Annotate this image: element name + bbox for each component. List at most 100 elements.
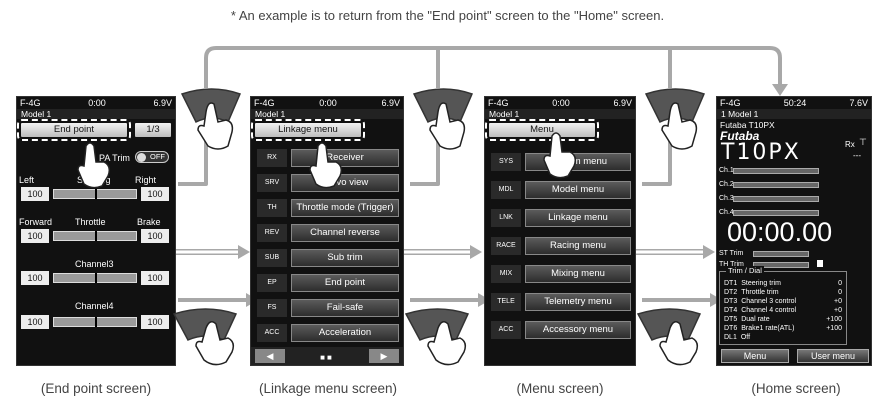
- model-name: 1 Model 1: [717, 109, 871, 119]
- menu-button[interactable]: Menu: [721, 349, 789, 363]
- model-name: Model 1: [17, 109, 175, 119]
- menu-item-label[interactable]: Acceleration: [291, 324, 399, 342]
- throttle-brake-value[interactable]: 100: [141, 229, 169, 243]
- menu-item-icon: RACE: [491, 237, 521, 255]
- menu-item-label[interactable]: Linkage menu: [525, 209, 631, 227]
- menu-item-label[interactable]: Sub trim: [291, 249, 399, 267]
- channel3-left-value[interactable]: 100: [21, 271, 49, 285]
- dial-code: DT5: [724, 316, 738, 323]
- menu-item-label[interactable]: Throttle mode (Trigger): [291, 199, 399, 217]
- prev-page-button[interactable]: ◀: [255, 349, 285, 363]
- menu-finger-icon: [543, 132, 577, 179]
- menu-item-icon: LNK: [491, 209, 521, 227]
- menu-item-icon: SYS: [491, 153, 521, 171]
- lock-icon: [817, 260, 823, 267]
- menu-item-label[interactable]: Channel reverse: [291, 224, 399, 242]
- timer-display[interactable]: 00:00.00: [727, 217, 833, 247]
- steering-slider[interactable]: [53, 189, 137, 199]
- bottom-mid-hand-icon: [404, 308, 470, 366]
- th-trim-label: TH Trim: [719, 261, 744, 268]
- endpoint-finger-icon: [77, 142, 111, 189]
- menu-item-icon: RX: [257, 149, 287, 167]
- menu-item-label[interactable]: End point: [291, 274, 399, 292]
- status-bar: F-4G 0:00 6.9V: [251, 97, 403, 109]
- trim-dial-title: Trim / Dial: [726, 266, 764, 275]
- menu-item-label[interactable]: Racing menu: [525, 237, 631, 255]
- rx-value: ---: [853, 151, 861, 160]
- endpoint-title-button[interactable]: End point: [17, 119, 131, 141]
- dial-value: +0: [834, 298, 842, 305]
- battery-voltage: 7.6V: [849, 98, 868, 108]
- row4-mid-label: Channel4: [75, 301, 114, 311]
- dial-name: Brake1 rate(ATL): [741, 325, 795, 332]
- channel3-slider[interactable]: [53, 273, 137, 283]
- receiver-type: F-4G: [254, 98, 275, 108]
- endpoint-screen: F-4G 0:00 6.9V Model 1 End point 1/3 PA …: [16, 96, 176, 366]
- caption-home: (Home screen): [751, 381, 841, 396]
- menu-title-button[interactable]: Menu: [485, 119, 599, 141]
- ch4-label: Ch.4: [719, 209, 734, 216]
- bottom-right-hand-icon: [636, 308, 702, 366]
- row1-left-label: Left: [19, 175, 35, 185]
- pa-trim-label: PA Trim: [99, 153, 130, 163]
- menu-item-label[interactable]: Fail-safe: [291, 299, 399, 317]
- model-name: Model 1: [485, 109, 635, 119]
- menu-item-label[interactable]: Mixing menu: [525, 265, 631, 283]
- menu-item-label[interactable]: Model menu: [525, 181, 631, 199]
- channel3-right-value[interactable]: 100: [141, 271, 169, 285]
- throttle-forward-value[interactable]: 100: [21, 229, 49, 243]
- menu-item-label[interactable]: Telemetry menu: [525, 293, 631, 311]
- steering-left-value[interactable]: 100: [21, 187, 49, 201]
- row3-mid-label: Channel3: [75, 259, 114, 269]
- steering-right-value[interactable]: 100: [141, 187, 169, 201]
- page-indicator[interactable]: 1/3: [135, 123, 171, 137]
- ch3-label: Ch.3: [719, 195, 734, 202]
- menu-item-icon: SRV: [257, 174, 287, 192]
- linkage-title-button[interactable]: Linkage menu: [251, 119, 365, 141]
- model-name: Model 1: [251, 109, 403, 119]
- menu-item-label[interactable]: Accessory menu: [525, 321, 631, 339]
- example-note: * An example is to return from the "End …: [230, 8, 665, 23]
- caption-linkage: (Linkage menu screen): [258, 381, 398, 396]
- next-page-button[interactable]: ▶: [369, 349, 399, 363]
- ch3-bar: [733, 196, 819, 202]
- channel4-left-value[interactable]: 100: [21, 315, 49, 329]
- menu-item-icon: ACC: [257, 324, 287, 342]
- row2-right-label: Brake: [137, 217, 161, 227]
- battery-voltage: 6.9V: [153, 98, 172, 108]
- channel4-slider[interactable]: [53, 317, 137, 327]
- dial-name: Dual rate: [741, 316, 770, 323]
- dial-value: +0: [834, 307, 842, 314]
- throttle-slider[interactable]: [53, 231, 137, 241]
- channel4-right-value[interactable]: 100: [141, 315, 169, 329]
- rx-label: Rx: [845, 140, 855, 149]
- dial-code: DT6: [724, 325, 738, 332]
- row2-left-label: Forward: [19, 217, 53, 227]
- pa-trim-toggle[interactable]: OFF: [135, 151, 169, 163]
- menu-item-icon: EP: [257, 274, 287, 292]
- bottom-left-hand-icon: [172, 308, 238, 366]
- user-menu-button[interactable]: User menu: [797, 349, 869, 363]
